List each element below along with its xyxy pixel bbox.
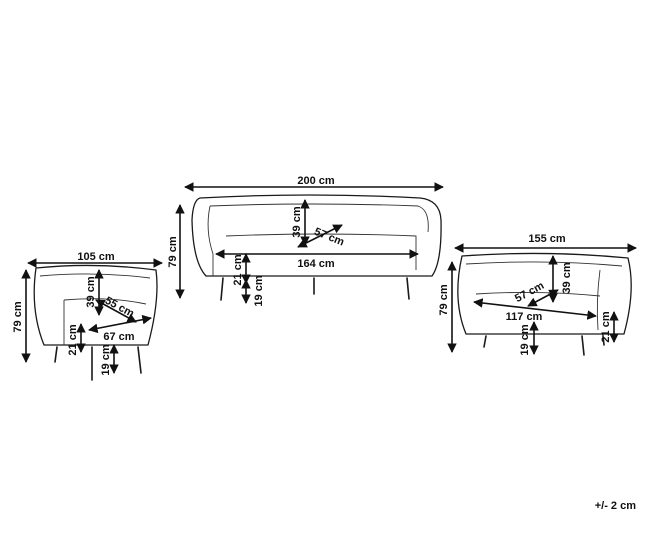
armchair-leg — [137, 346, 142, 374]
sofa-two-back-height-label: 39 cm — [561, 262, 573, 293]
sofa-three-seat-width-label: 164 cm — [297, 258, 335, 270]
sofa-three-width-label: 200 cm — [297, 175, 335, 187]
sofa-three-seater-outline — [191, 194, 442, 277]
sofa-three-seat-height-label: 21 cm — [232, 254, 244, 285]
armchair-width-label: 105 cm — [77, 251, 115, 263]
sofa-three-seater: 200 cm 79 cm 39 cm 57 cm 164 cm 21 cm 19… — [167, 175, 444, 307]
sofa-two-seater-outline — [457, 252, 632, 335]
sofa-two-seater: 155 cm 79 cm 39 cm 57 cm 117 cm 19 cm 21… — [438, 233, 637, 356]
sofa-three-seat-depth-label: 57 cm — [312, 226, 346, 249]
armchair-seat-width-label: 67 cm — [103, 331, 134, 343]
sofa-three-back-height-label: 39 cm — [291, 206, 303, 237]
sofa-two-leg — [602, 335, 605, 346]
sofa-two-seat-width-label: 117 cm — [506, 311, 543, 323]
armchair-back-height-label: 39 cm — [85, 276, 97, 307]
sofa-two-height-label: 79 cm — [438, 284, 450, 315]
sofa-three-leg — [406, 277, 410, 300]
sofa-two-leg-height-label: 19 cm — [519, 324, 531, 355]
armchair: 105 cm 79 cm 39 cm 55 cm 67 cm 21 cm 19 … — [12, 251, 163, 381]
armchair-seat-height-label: 21 cm — [67, 324, 79, 355]
sofa-two-width-label: 155 cm — [528, 233, 566, 245]
sofa-three-leg — [220, 277, 224, 301]
sofa-two-leg — [581, 335, 585, 356]
tolerance-note: +/- 2 cm — [595, 500, 636, 512]
armchair-height-label: 79 cm — [12, 301, 24, 332]
sofa-two-leg — [483, 335, 487, 348]
armchair-leg — [54, 346, 58, 363]
sofa-three-height-label: 79 cm — [167, 236, 179, 267]
armchair-leg-height-label: 19 cm — [100, 344, 112, 375]
armchair-seat-depth-label: 55 cm — [103, 295, 136, 320]
sofa-two-seat-height-label: 21 cm — [600, 311, 612, 342]
sofa-three-leg-height-label: 19 cm — [253, 275, 265, 306]
sofa-two-seat-depth-label: 57 cm — [513, 280, 546, 305]
